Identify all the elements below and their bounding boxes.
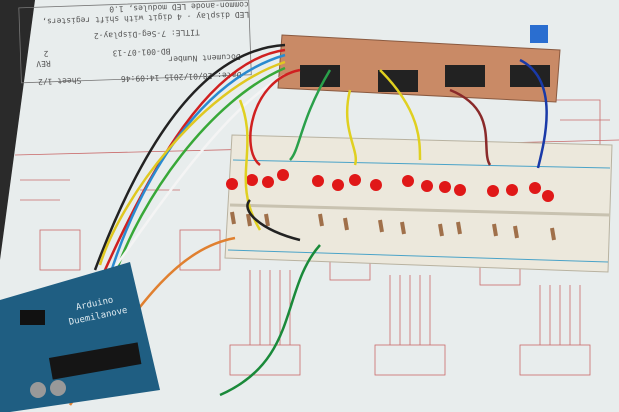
title-block: Date: 28/01/2015 14:09:46 Sheet 1/2 Docu…: [18, 0, 252, 87]
arduino-board: [0, 262, 160, 412]
title-block-date: Date: 28/01/2015 14:09:46: [121, 70, 242, 83]
red-leds: [226, 169, 554, 202]
title-block-title: TITLE: 7-Seg-Display-2: [94, 28, 200, 41]
breadboard-rail-blue: [232, 159, 611, 169]
title-block-rev-label: REV: [36, 59, 51, 69]
title-block-doc-number: BD-001-07-13: [112, 47, 170, 58]
title-block-doc-label: Document Number: [168, 52, 241, 64]
resistors: [230, 211, 556, 241]
breadboard-rail-blue-bottom: [227, 249, 609, 263]
potentiometer: [530, 25, 548, 43]
title-block-rev: 2: [43, 49, 48, 58]
capacitor: [30, 382, 46, 398]
capacitor-2: [50, 380, 66, 396]
breadboard-center-channel: [229, 203, 611, 217]
title-block-sheet: Sheet 1/2: [38, 76, 82, 87]
usb-chip: [20, 310, 45, 325]
atmega-chip: [48, 342, 142, 380]
